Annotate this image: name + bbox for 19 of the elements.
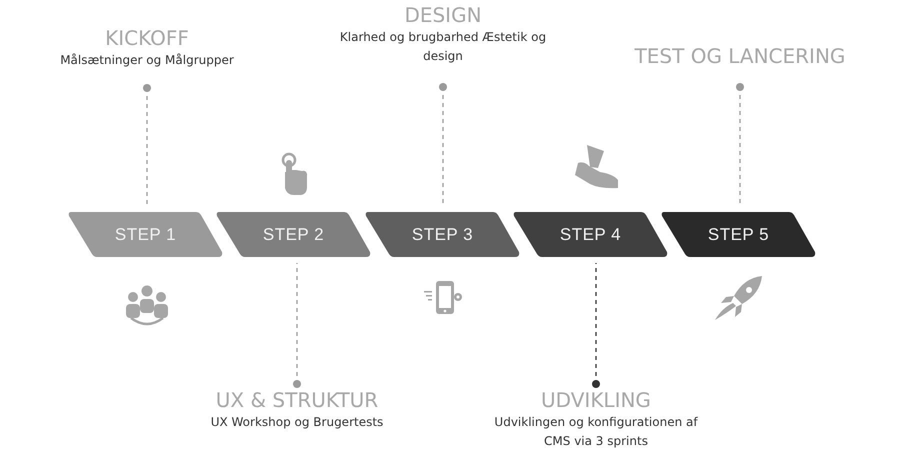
- stage-heading: DESIGN: [404, 3, 482, 27]
- step-label: STEP 5: [708, 224, 770, 244]
- step-label: STEP 3: [412, 224, 474, 244]
- dotted-leader-line: [592, 263, 600, 388]
- dotted-leader-line: [736, 83, 744, 206]
- stage-description: UX Workshop og Brugertests: [210, 414, 384, 431]
- step-label: STEP 2: [262, 224, 324, 244]
- step-label: STEP 1: [114, 224, 176, 244]
- dotted-leader-line: [439, 83, 447, 206]
- stage-description: Klarhed og brugbarhed Æstetik og design: [338, 29, 548, 65]
- dotted-leader-line: [293, 263, 301, 388]
- stage-heading: UX & STRUKTUR: [216, 388, 378, 412]
- stage-description: Målsætninger og Målgrupper: [60, 52, 234, 69]
- stage-heading: KICKOFF: [105, 26, 189, 50]
- stage-description: Udviklingen og konfigurationen af CMS via 3 sprints: [493, 414, 699, 450]
- stage-heading: UDVIKLING: [541, 388, 651, 412]
- stage-heading: TEST OG LANCERING: [634, 44, 846, 68]
- dotted-leader-line: [143, 84, 151, 206]
- step-label: STEP 4: [560, 224, 622, 244]
